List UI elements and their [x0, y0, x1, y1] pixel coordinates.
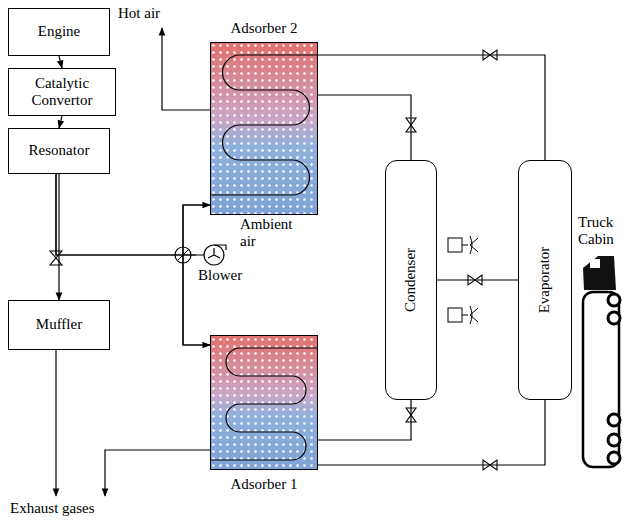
node-text: Condenser [402, 248, 419, 312]
adsorber-fill [210, 42, 318, 215]
pipe-connector [59, 56, 62, 68]
node-text: Evaporator [536, 247, 553, 314]
process-box: Engine [8, 8, 110, 56]
flow-label: Hot air [118, 5, 188, 22]
adsorber-dots [210, 335, 318, 470]
process-box: Muffler [8, 300, 110, 350]
truck-illustration [583, 256, 620, 467]
adsorber-bed: Adsorber 1 [210, 335, 318, 470]
pipe-connector [183, 205, 210, 255]
vehicle-label: Truck Cabin [578, 214, 624, 249]
pipe-connector [58, 174, 59, 300]
blower-symbol [196, 245, 226, 265]
adsorber-bed: Adsorber 2 [210, 42, 318, 215]
exhaust-line [105, 450, 210, 496]
node-text: Resonator [25, 140, 94, 161]
pipe-connector [318, 400, 411, 440]
flow-label: Exhaust gases [10, 500, 130, 517]
pipe-connector [437, 279, 518, 280]
blower-unit: Blower [196, 244, 258, 284]
pipe-connector [59, 116, 62, 128]
node-text: Engine [34, 21, 85, 42]
node-text: Catalytic Convertor [9, 73, 115, 112]
node-text: Adsorber 1 [211, 476, 317, 493]
process-box: Resonator [8, 128, 110, 174]
pipe-connector [318, 400, 545, 465]
node-text: Blower [198, 267, 242, 284]
condenser-unit: Condenser [385, 160, 437, 400]
pipe-connector [56, 174, 210, 255]
hot-air-line [162, 28, 210, 110]
heat-exchanger-coil [210, 55, 318, 195]
adsorber-fill [210, 335, 318, 470]
node-text: Adsorber 2 [211, 20, 317, 37]
valve-symbol [50, 50, 497, 470]
pipe-connector [318, 55, 545, 160]
heat-exchanger-coil [210, 348, 318, 460]
pipe-connector [318, 95, 411, 160]
adsorber-dots [210, 42, 318, 215]
process-box: Catalytic Convertor [8, 68, 116, 116]
evaporator-unit: Evaporator [518, 160, 572, 400]
node-text: Muffler [32, 314, 86, 335]
flow-label: Ambient air [240, 216, 302, 251]
exhaust-line [55, 350, 56, 496]
